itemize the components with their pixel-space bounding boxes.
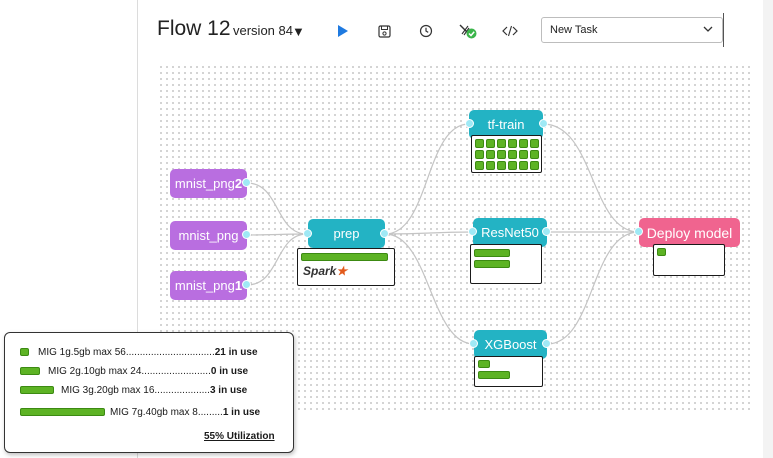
gpu-cell	[519, 161, 528, 170]
input-port[interactable]	[303, 229, 312, 238]
node-number: 1	[234, 278, 243, 293]
gpu-cell	[486, 161, 495, 170]
output-port[interactable]	[242, 280, 251, 289]
input-port[interactable]	[634, 227, 643, 236]
resnet50-resource-box	[470, 244, 542, 284]
xgboost-resource-box	[474, 356, 543, 387]
validate-icon[interactable]	[458, 21, 478, 41]
gpu-cell	[497, 139, 506, 148]
utilization-link[interactable]: 55% Utilization	[204, 431, 275, 442]
gpu-cell	[508, 139, 517, 148]
chevron-down-icon	[702, 23, 714, 38]
node-label: ResNet50	[481, 225, 539, 240]
prep-resource-box: Spark★	[297, 248, 395, 286]
deploy-resource-box	[653, 244, 725, 276]
flow-title: Flow 12	[157, 17, 231, 40]
text-cursor	[723, 13, 724, 47]
play-icon[interactable]	[332, 21, 352, 41]
node-label: XGBoost	[484, 337, 537, 352]
node-tf-train[interactable]: tf-train	[469, 110, 543, 139]
node-number: 2	[234, 176, 243, 191]
history-icon[interactable]	[416, 21, 436, 41]
output-port[interactable]	[242, 230, 251, 239]
gpu-cell	[497, 161, 506, 170]
input-port[interactable]	[469, 339, 478, 348]
node-label: mnist_png	[178, 228, 239, 243]
node-deploy-model[interactable]: Deploy model	[639, 218, 740, 247]
gpu-cell	[486, 139, 495, 148]
task-select-value: New Task	[550, 24, 598, 36]
task-select[interactable]: New Task	[541, 17, 723, 43]
gpu-bar	[20, 386, 54, 394]
gpu-cell	[508, 161, 517, 170]
output-port[interactable]	[539, 119, 548, 128]
output-port[interactable]	[242, 178, 251, 187]
gpu-cell	[475, 161, 484, 170]
version-dropdown-icon[interactable]: ▼	[292, 24, 305, 39]
node-label: mnist_png	[174, 278, 235, 293]
gpu-cell	[475, 150, 484, 159]
gpu-bar	[478, 371, 510, 379]
gpu-bar	[474, 260, 510, 268]
gpu-bar	[657, 248, 666, 256]
gpu-cell	[486, 150, 495, 159]
node-prep[interactable]: prep	[308, 219, 385, 248]
node-label: tf-train	[487, 117, 525, 132]
spark-logo: Spark★	[303, 264, 348, 278]
output-port[interactable]	[380, 229, 389, 238]
right-scroll-edge	[763, 0, 773, 458]
flow-header: Flow 12 version 84 ▼ New Task	[138, 0, 763, 62]
gpu-bar	[478, 360, 490, 368]
node-xgboost[interactable]: XGBoost	[474, 330, 547, 359]
version-label[interactable]: version 84	[233, 23, 293, 38]
gpu-cell	[530, 139, 539, 148]
save-icon[interactable]	[374, 21, 394, 41]
node-mnist-png[interactable]: mnist_png	[170, 221, 247, 250]
node-label: mnist_png	[174, 176, 235, 191]
gpu-cell	[519, 139, 528, 148]
tf-train-resource-box	[471, 135, 542, 173]
gpu-bar	[20, 348, 29, 356]
input-port[interactable]	[465, 119, 474, 128]
node-label: Deploy model	[646, 224, 733, 241]
code-icon[interactable]	[500, 21, 520, 41]
gpu-bar	[474, 249, 510, 257]
gpu-utilization-legend: MIG 1g.5gb max 56.......................…	[4, 332, 294, 453]
gpu-cell	[519, 150, 528, 159]
gpu-bar	[20, 367, 40, 375]
gpu-bar	[20, 408, 105, 416]
node-resnet50[interactable]: ResNet50	[473, 218, 547, 247]
gpu-bar	[301, 253, 388, 261]
gpu-cell	[530, 161, 539, 170]
output-port[interactable]	[542, 227, 551, 236]
node-label: prep	[333, 226, 360, 241]
output-port[interactable]	[542, 339, 551, 348]
gpu-cell	[497, 150, 506, 159]
gpu-cell	[530, 150, 539, 159]
gpu-cell	[508, 150, 517, 159]
gpu-cell	[475, 139, 484, 148]
input-port[interactable]	[468, 227, 477, 236]
